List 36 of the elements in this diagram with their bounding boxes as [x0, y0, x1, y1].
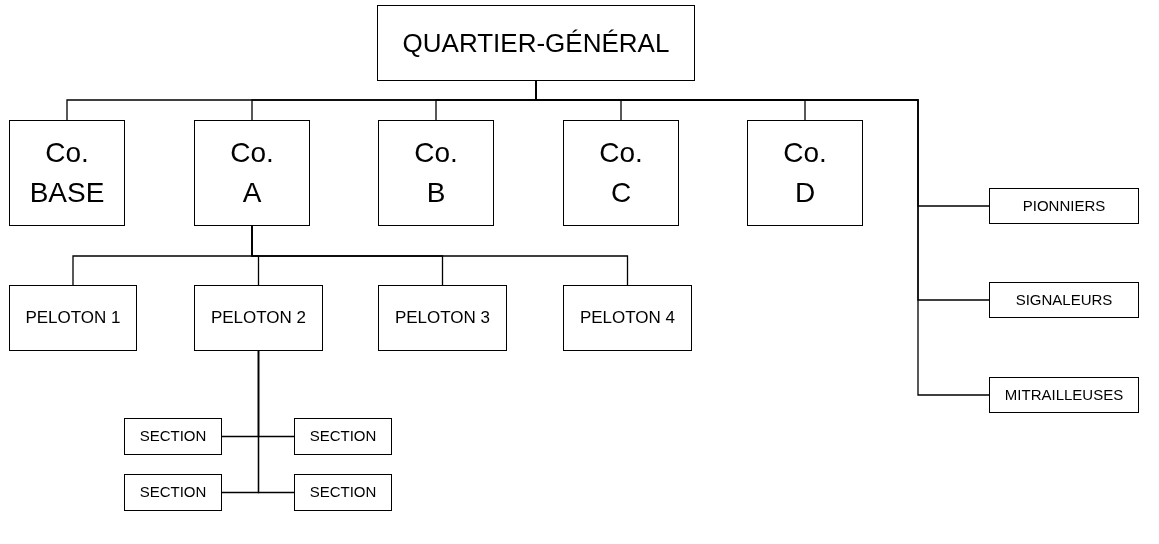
org-box [377, 5, 695, 81]
org-box [378, 285, 507, 351]
unit-label: PELOTON 2 [210, 307, 307, 330]
unit-label: SECTION [139, 482, 207, 503]
unit-label: SECTION [309, 426, 377, 447]
org-box [989, 377, 1139, 413]
unit-label: PELOTON 3 [394, 307, 491, 330]
org-box [194, 120, 310, 226]
unit-label: SECTION [309, 482, 377, 503]
unit-label: PELOTON 4 [579, 307, 676, 330]
unit-label: PIONNIERS [1022, 195, 1106, 216]
unit-label: SIGNALEURS [1015, 289, 1113, 310]
org-box [989, 282, 1139, 318]
org-box [294, 418, 392, 455]
org-box [378, 120, 494, 226]
connector-line [257, 350, 295, 494]
org-box [563, 120, 679, 226]
unit-label: Co. C [599, 136, 643, 210]
org-box [194, 285, 323, 351]
unit-label: Co. D [783, 136, 827, 210]
unit-label: SECTION [139, 426, 207, 447]
org-box [9, 120, 125, 226]
connector-line [251, 225, 629, 286]
org-box [989, 188, 1139, 224]
unit-label: PELOTON 1 [25, 307, 121, 330]
unit-label: Co. A [230, 136, 274, 210]
unit-label: Co. BASE [29, 136, 105, 210]
org-box [294, 474, 392, 511]
unit-label: Co. B [414, 136, 458, 210]
org-box [124, 474, 222, 511]
unit-label: QUARTIER-GÉNÉRAL [402, 26, 670, 60]
org-box [563, 285, 692, 351]
org-box [124, 418, 222, 455]
unit-label: MITRAILLEUSES [1004, 384, 1124, 405]
org-box [9, 285, 137, 351]
org-box [747, 120, 863, 226]
